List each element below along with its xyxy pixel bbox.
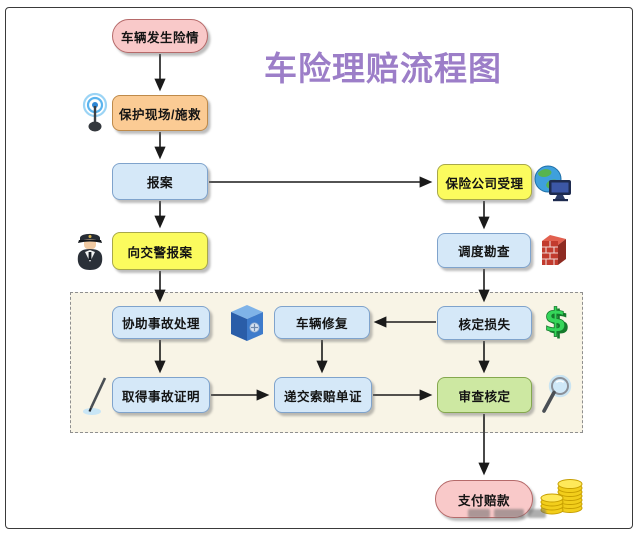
safe-icon bbox=[230, 304, 264, 342]
svg-text:$: $ bbox=[547, 303, 570, 341]
gold-coins-icon bbox=[540, 474, 586, 518]
node-protect-scene: 保护现场/施救 bbox=[112, 95, 208, 131]
dollar-icon: $ $ bbox=[542, 300, 570, 341]
node-assess-loss: 核定损失 bbox=[437, 306, 532, 340]
blurred-watermark bbox=[468, 509, 546, 518]
node-police-report: 向交警报案 bbox=[112, 232, 208, 270]
node-incident: 车辆发生险情 bbox=[112, 19, 208, 53]
node-review-approve: 审查核定 bbox=[437, 377, 532, 413]
node-insurer-accept: 保险公司受理 bbox=[437, 164, 532, 200]
node-report: 报案 bbox=[112, 163, 208, 200]
police-officer-icon bbox=[71, 229, 109, 270]
page-title: 车险理赔流程图 bbox=[264, 50, 502, 87]
pen-icon bbox=[82, 375, 110, 417]
magnifier-icon bbox=[538, 374, 572, 417]
node-accident-proof: 取得事故证明 bbox=[112, 377, 210, 413]
globe-computer-icon bbox=[533, 165, 573, 202]
node-vehicle-repair: 车辆修复 bbox=[274, 306, 370, 339]
node-assist-handle: 协助事故处理 bbox=[112, 306, 210, 339]
node-dispatch-survey: 调度勘查 bbox=[437, 233, 531, 268]
firewall-brick-icon bbox=[538, 233, 568, 267]
node-submit-docs: 递交索赔单证 bbox=[274, 377, 372, 413]
svg-text:$: $ bbox=[544, 303, 567, 340]
antenna-icon bbox=[78, 92, 112, 134]
